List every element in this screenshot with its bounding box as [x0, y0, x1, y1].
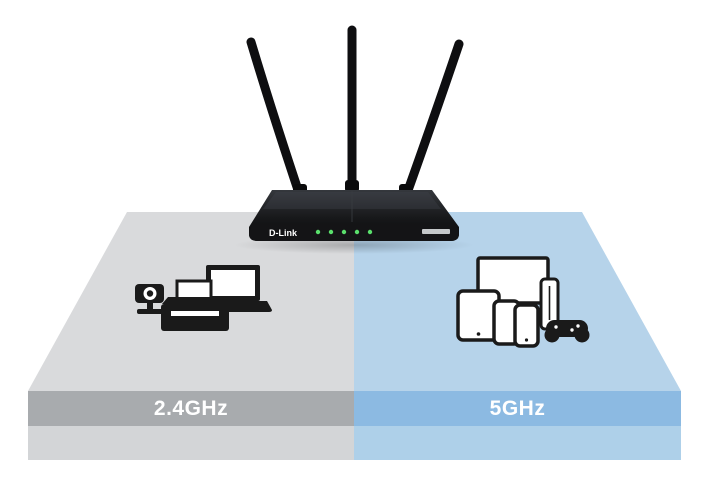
dlink-logo: D-Link [269, 228, 298, 238]
smartphone-icon [513, 303, 540, 348]
game-controller-icon [544, 320, 590, 343]
led-icon [315, 229, 321, 235]
led-icon [328, 229, 334, 235]
devices-5ghz [456, 256, 590, 348]
band-5ghz: 5GHz [354, 391, 681, 426]
game-console-icon [539, 277, 560, 331]
label-2-4ghz: 2.4GHz [153, 396, 229, 420]
router-leds [315, 229, 373, 235]
led-icon [341, 229, 347, 235]
devices-24ghz [135, 265, 272, 331]
led-icon [367, 229, 373, 235]
router: D-Link [246, 25, 464, 241]
led-icon [354, 229, 360, 235]
router-antenna-left [246, 37, 305, 201]
security-camera-icon [135, 284, 164, 314]
model-label [422, 229, 450, 234]
antenna-hinge-middle [345, 180, 359, 192]
platform-5ghz-base [354, 426, 681, 460]
router-antenna-right [401, 39, 464, 201]
router-front-panel [249, 224, 459, 241]
label-5ghz: 5GHz [489, 396, 546, 420]
platform-24ghz-base [28, 426, 354, 460]
laptop-icon [194, 265, 272, 312]
printer-icon [161, 279, 229, 331]
band-24ghz: 2.4GHz [28, 391, 354, 426]
